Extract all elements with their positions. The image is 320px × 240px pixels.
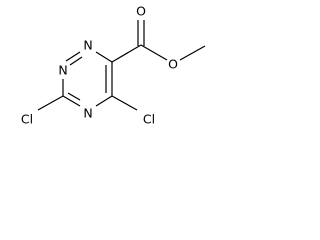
atom-o-ester: O	[168, 57, 178, 72]
bond-n1-c6	[95, 51, 113, 63]
bond-n1-n2	[65, 51, 81, 62]
atom-cl-left: Cl	[21, 112, 33, 127]
bond-c3-n4-double	[67, 92, 81, 101]
bond-c6-ccarbonyl	[111, 44, 142, 63]
atom-n-top: N	[83, 38, 92, 53]
bond-c3-n4	[62, 95, 81, 107]
atom-n-left: N	[58, 63, 67, 78]
bond-ccarbonyl-oester	[140, 44, 168, 61]
atom-o-carbonyl: O	[136, 4, 146, 19]
atom-n-bottom: N	[83, 106, 92, 121]
bond-oester-methyl	[179, 45, 206, 61]
bond-c3-cl	[37, 95, 64, 111]
atom-cl-right: Cl	[143, 112, 155, 127]
bond-c5-cl	[111, 95, 138, 111]
bond-n1-n2-double	[69, 56, 83, 66]
structure-diagram: N N N Cl Cl O O	[21, 4, 206, 127]
bond-n4-c5	[95, 95, 113, 107]
